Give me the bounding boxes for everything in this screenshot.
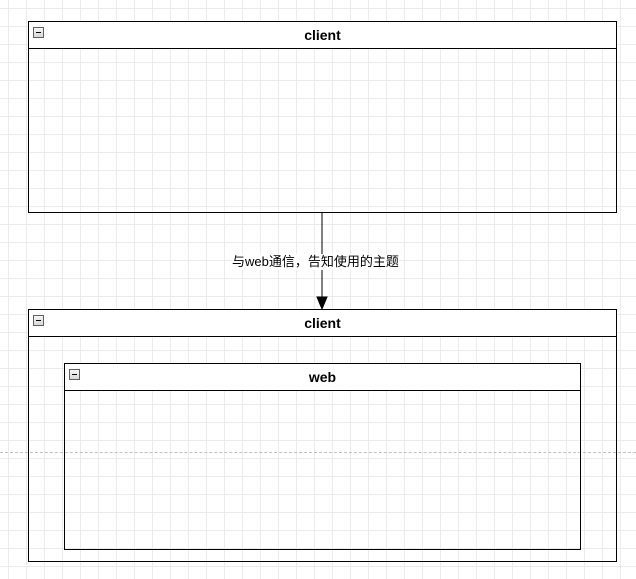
page-break-line — [0, 452, 636, 453]
arrow-head-icon — [316, 296, 328, 311]
edge-label[interactable]: 与web通信，告知使用的主题 — [232, 254, 399, 270]
container-header: client — [29, 22, 616, 49]
collapse-icon[interactable] — [33, 27, 44, 38]
container-header: client — [29, 310, 616, 337]
collapse-icon[interactable] — [33, 315, 44, 326]
container-title: web — [308, 369, 337, 385]
container-title: client — [304, 27, 341, 43]
container-client-bottom[interactable]: client web — [28, 309, 617, 562]
container-client-top[interactable]: client — [28, 21, 617, 213]
container-header: web — [65, 364, 580, 391]
collapse-icon[interactable] — [69, 369, 80, 380]
container-web[interactable]: web — [64, 363, 581, 550]
container-title: client — [304, 315, 341, 331]
